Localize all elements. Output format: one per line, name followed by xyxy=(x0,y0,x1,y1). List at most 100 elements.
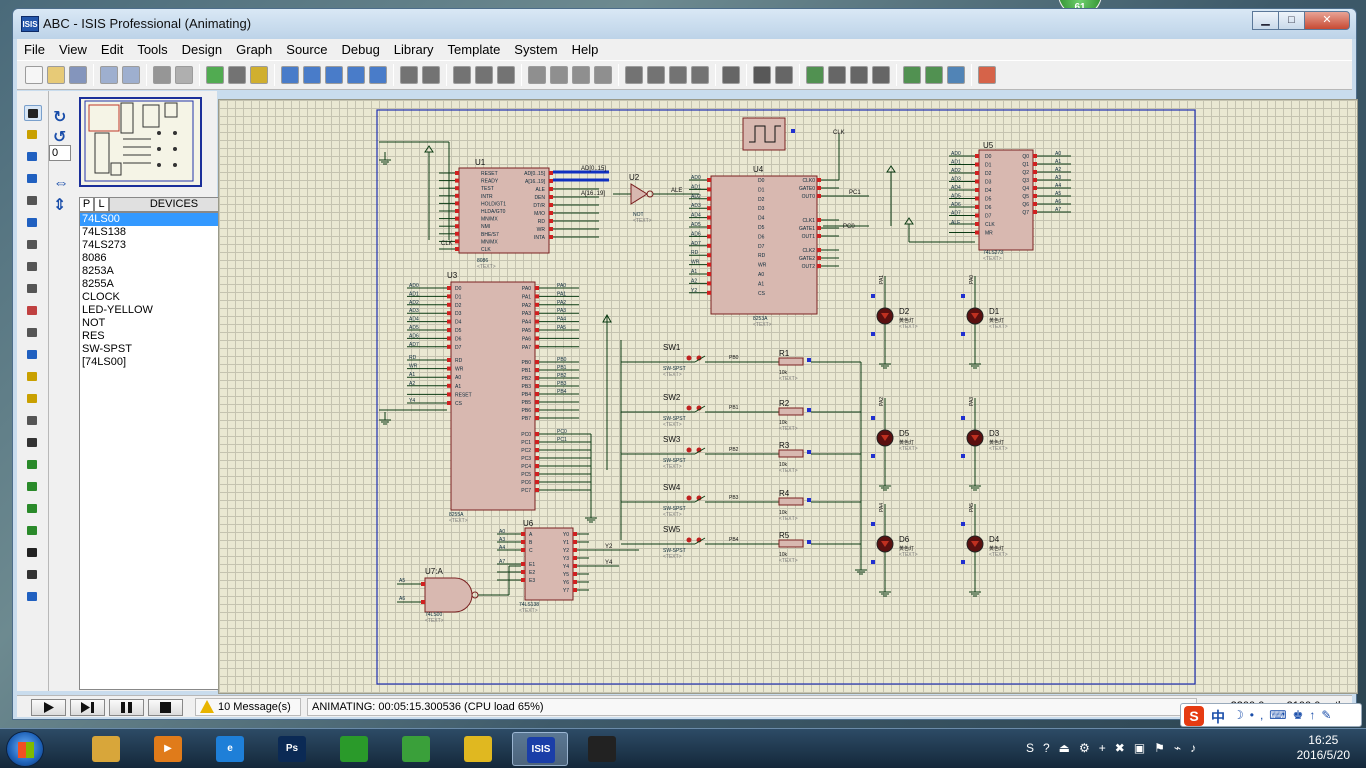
zoom-area-icon[interactable] xyxy=(369,66,387,84)
menu-view[interactable]: View xyxy=(58,42,87,57)
menu-debug[interactable]: Debug xyxy=(341,42,380,57)
device-list-item[interactable]: 74LS00 xyxy=(80,213,238,226)
box-icon[interactable] xyxy=(24,457,42,473)
menu-library[interactable]: Library xyxy=(393,42,434,57)
menu-graph[interactable]: Graph xyxy=(236,42,273,57)
netlist-icon[interactable] xyxy=(947,66,965,84)
bus-icon[interactable] xyxy=(24,215,42,231)
print-area-icon[interactable] xyxy=(175,66,193,84)
current-probe-icon[interactable] xyxy=(24,391,42,407)
block-move-icon[interactable] xyxy=(550,66,568,84)
device-list-item[interactable]: LED-YELLOW xyxy=(82,304,153,316)
new-icon[interactable] xyxy=(25,66,43,84)
refresh-icon[interactable] xyxy=(206,66,224,84)
remove-sheet-icon[interactable] xyxy=(850,66,868,84)
zoom-all-icon[interactable] xyxy=(347,66,365,84)
copy-icon[interactable] xyxy=(475,66,493,84)
goto-sheet-icon[interactable] xyxy=(872,66,890,84)
circle-icon[interactable] xyxy=(24,479,42,495)
package-icon[interactable] xyxy=(669,66,687,84)
erc-icon[interactable] xyxy=(925,66,943,84)
arc-icon[interactable] xyxy=(24,501,42,517)
menu-tools[interactable]: Tools xyxy=(137,42,168,57)
save-icon[interactable] xyxy=(69,66,87,84)
device-list-item[interactable]: 8253A xyxy=(82,265,114,277)
paste-icon[interactable] xyxy=(497,66,515,84)
wire-autoroute-icon[interactable] xyxy=(722,66,740,84)
menu-design[interactable]: Design xyxy=(181,42,223,57)
component-mode-icon[interactable] xyxy=(24,127,42,143)
text-script-icon[interactable] xyxy=(24,193,42,209)
step-button[interactable] xyxy=(70,699,105,716)
device-list-item[interactable]: 8255A xyxy=(82,278,114,290)
generator-icon[interactable] xyxy=(24,347,42,363)
new-sheet-icon[interactable] xyxy=(828,66,846,84)
block-delete-icon[interactable] xyxy=(594,66,612,84)
ares-icon[interactable] xyxy=(978,66,996,84)
rotate-ccw-icon[interactable]: ↺ xyxy=(53,129,67,146)
cut-icon[interactable] xyxy=(453,66,471,84)
minimize-button[interactable]: ▁ xyxy=(1252,11,1279,30)
pin-icon[interactable] xyxy=(24,281,42,297)
menu-source[interactable]: Source xyxy=(286,42,328,57)
maximize-button[interactable]: □ xyxy=(1278,11,1305,30)
library-button[interactable]: L xyxy=(94,197,109,212)
origin-icon[interactable] xyxy=(250,66,268,84)
rotate-cw-icon[interactable]: ↻ xyxy=(53,109,67,126)
taskbar-app-isis[interactable]: ISIS xyxy=(512,732,568,766)
pause-button[interactable] xyxy=(109,699,144,716)
undo-icon[interactable] xyxy=(400,66,418,84)
taskbar-app-app7[interactable] xyxy=(450,732,506,766)
open-icon[interactable] xyxy=(47,66,65,84)
device-list-item[interactable]: RES xyxy=(82,330,105,342)
print-icon[interactable] xyxy=(153,66,171,84)
search-icon[interactable] xyxy=(753,66,771,84)
clock[interactable]: 16:25 2016/5/20 xyxy=(1297,733,1350,763)
device-list-item[interactable]: NOT xyxy=(82,317,106,329)
tray-icons[interactable]: S?⏏⚙+✖▣⚑⌁♪ xyxy=(1026,741,1206,755)
graph-icon[interactable] xyxy=(24,303,42,319)
redo-icon[interactable] xyxy=(422,66,440,84)
menu-help[interactable]: Help xyxy=(571,42,599,57)
stop-button[interactable] xyxy=(148,699,183,716)
subcircuit-icon[interactable] xyxy=(24,237,42,253)
taskbar-app-app6[interactable] xyxy=(388,732,444,766)
taskbar-app-explorer[interactable] xyxy=(78,732,134,766)
property-tool-icon[interactable] xyxy=(775,66,793,84)
block-copy-icon[interactable] xyxy=(528,66,546,84)
tape-icon[interactable] xyxy=(24,325,42,341)
device-list-item[interactable]: 8086 xyxy=(82,252,107,264)
path-icon[interactable] xyxy=(24,523,42,539)
taskbar-app-terminal[interactable] xyxy=(574,732,630,766)
mirror-h-icon[interactable]: ⇔ xyxy=(53,175,69,192)
taskbar-app-photoshop[interactable]: Ps xyxy=(264,732,320,766)
make-device-icon[interactable] xyxy=(647,66,665,84)
device-list-item[interactable]: [74LS00] xyxy=(82,356,127,368)
block-rotate-icon[interactable] xyxy=(572,66,590,84)
device-list-item[interactable]: 74LS273 xyxy=(82,239,127,251)
ime-tool-icons[interactable]: ☽•,⌨♚↑✎ xyxy=(1233,708,1338,722)
pick-icon[interactable] xyxy=(625,66,643,84)
close-button[interactable]: ✕ xyxy=(1304,11,1350,30)
pick-device-button[interactable]: P xyxy=(79,197,94,212)
menu-template[interactable]: Template xyxy=(447,42,501,57)
text-icon[interactable] xyxy=(24,545,42,561)
pan-icon[interactable] xyxy=(281,66,299,84)
bom-icon[interactable] xyxy=(903,66,921,84)
junction-icon[interactable] xyxy=(24,149,42,165)
symbol-icon[interactable] xyxy=(24,567,42,583)
device-list-item[interactable]: SW-SPST xyxy=(82,343,132,355)
menu-edit[interactable]: Edit xyxy=(100,42,124,57)
taskbar-app-media[interactable]: ▶ xyxy=(140,732,196,766)
decompose-icon[interactable] xyxy=(691,66,709,84)
wire-label-icon[interactable] xyxy=(24,171,42,187)
grid-icon[interactable] xyxy=(228,66,246,84)
ime-toolbar[interactable]: S 中 ☽•,⌨♚↑✎ xyxy=(1180,703,1362,727)
marker-icon[interactable] xyxy=(24,589,42,605)
menu-system[interactable]: System xyxy=(514,42,558,57)
line-icon[interactable] xyxy=(24,435,42,451)
menu-file[interactable]: File xyxy=(24,42,45,57)
import-icon[interactable] xyxy=(100,66,118,84)
selection-mode-icon[interactable] xyxy=(24,105,42,121)
